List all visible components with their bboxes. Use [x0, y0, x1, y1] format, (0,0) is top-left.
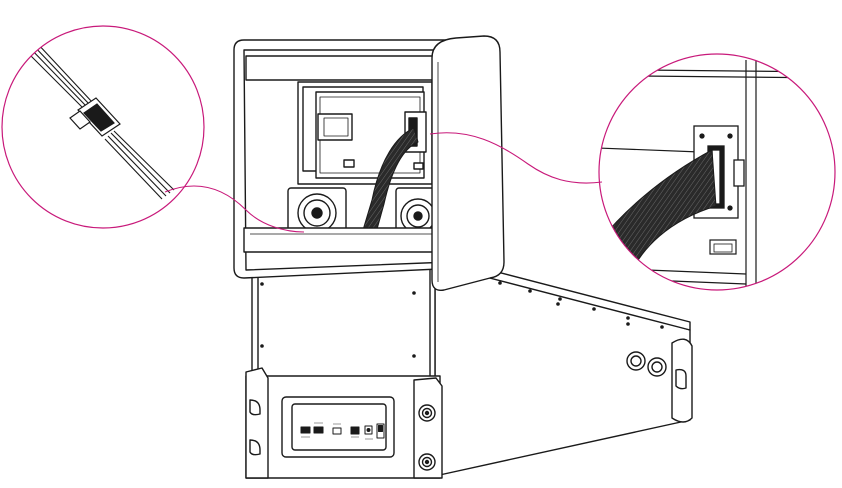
base [245, 367, 443, 479]
callout-left-leader [164, 185, 305, 233]
callout-right [429, 53, 836, 291]
front-screws [260, 282, 416, 358]
side-screws [498, 281, 664, 329]
speaker-left [287, 187, 347, 239]
inline-connector [69, 97, 121, 137]
console-side-cover [431, 35, 505, 291]
side-panel [434, 267, 693, 477]
cabinet [233, 35, 693, 479]
io-tiny-markings [301, 422, 373, 440]
speaker-right [395, 187, 437, 239]
callout-left-wires [23, 41, 175, 200]
io-connectors [300, 423, 385, 439]
callout-right-content [599, 54, 835, 290]
bezel-shelf [243, 227, 439, 253]
io-plate [281, 396, 395, 458]
callout-right-leader [429, 132, 603, 184]
callout-left [1, 25, 305, 233]
callout-left-content [23, 41, 175, 200]
side-ports [626, 351, 667, 377]
